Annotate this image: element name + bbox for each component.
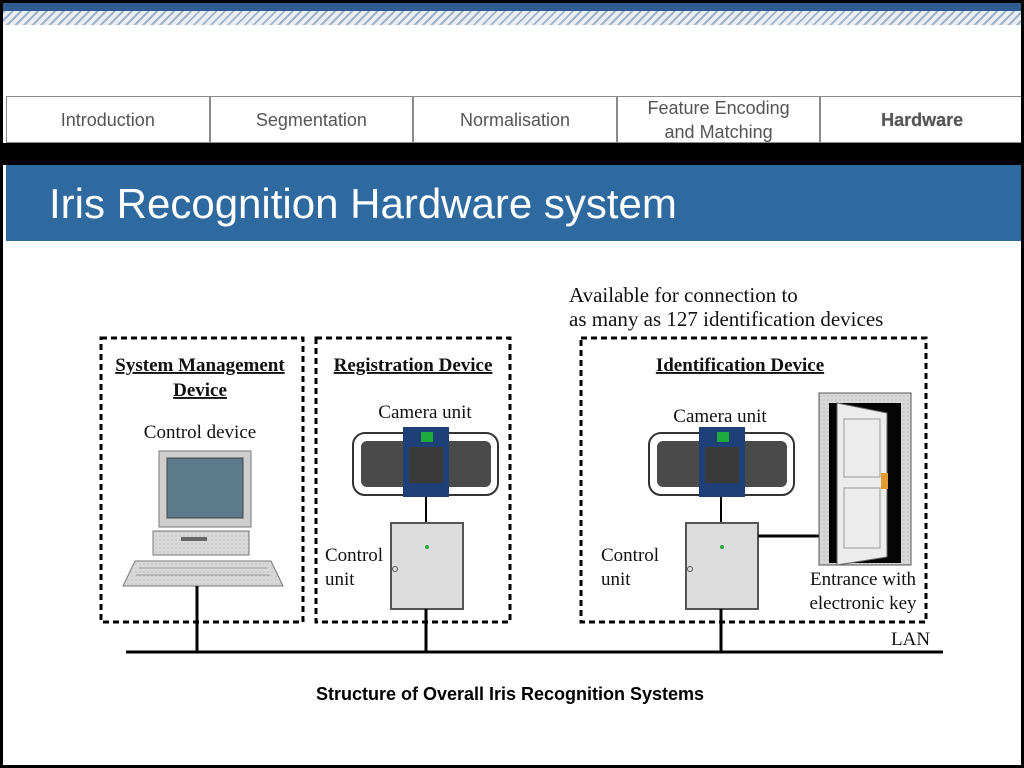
divider-band bbox=[3, 143, 1021, 165]
registration-control-label-line1: Control bbox=[325, 545, 383, 566]
system-management-box bbox=[99, 336, 305, 624]
identification-control-label-line2: unit bbox=[601, 569, 631, 590]
tab-segmentation[interactable]: Segmentation bbox=[208, 97, 413, 142]
system-management-title-line1: System Management bbox=[115, 355, 285, 376]
tab-label: Normalisation bbox=[459, 109, 570, 130]
registration-camera-label: Camera unit bbox=[378, 402, 472, 423]
title-band: Iris Recognition Hardware system bbox=[6, 165, 1021, 241]
identification-camera-icon bbox=[648, 427, 795, 497]
diagram-caption: Structure of Overall Iris Recognition Sy… bbox=[315, 684, 705, 704]
tab-label: Hardware bbox=[881, 109, 964, 130]
system-management-title-line2: Device bbox=[173, 380, 227, 401]
lan-label: LAN bbox=[891, 629, 930, 650]
entrance-label-line1: Entrance with bbox=[810, 569, 917, 590]
registration-title: Registration Device bbox=[334, 355, 493, 376]
top-decorative-stripe bbox=[3, 3, 1021, 25]
registration-camera-icon bbox=[352, 427, 499, 497]
identification-box bbox=[579, 336, 928, 624]
availability-note-line1: Available for connection to bbox=[569, 283, 798, 307]
page-title: Iris Recognition Hardware system bbox=[49, 180, 677, 227]
tab-hardware[interactable]: Hardware bbox=[819, 97, 1021, 142]
control-device-label: Control device bbox=[144, 422, 256, 443]
tab-introduction[interactable]: Introduction bbox=[6, 97, 209, 142]
entrance-label-line2: electronic key bbox=[809, 593, 917, 614]
registration-box bbox=[314, 336, 512, 624]
registration-control-unit-icon bbox=[390, 522, 464, 610]
tab-label: Segmentation bbox=[255, 109, 367, 130]
tab-feature-encoding[interactable]: Feature Encoding and Matching bbox=[615, 97, 820, 142]
nav-tabs: Introduction Segmentation Normalisation … bbox=[6, 96, 1021, 143]
identification-title: Identification Device bbox=[656, 355, 824, 376]
tab-label: Feature Encoding and Matching bbox=[647, 97, 790, 142]
identification-control-unit-icon bbox=[685, 522, 759, 610]
door-icon bbox=[818, 392, 912, 566]
identification-control-label-line1: Control bbox=[601, 545, 659, 566]
availability-note-line2: as many as 127 identification devices bbox=[569, 307, 883, 331]
hardware-diagram: Available for connection to as many as 1… bbox=[99, 283, 943, 654]
tab-normalisation[interactable]: Normalisation bbox=[412, 97, 616, 142]
computer-icon bbox=[122, 450, 284, 587]
registration-control-label-line2: unit bbox=[325, 569, 355, 590]
identification-camera-label: Camera unit bbox=[673, 406, 767, 427]
tab-label: Introduction bbox=[60, 109, 155, 130]
